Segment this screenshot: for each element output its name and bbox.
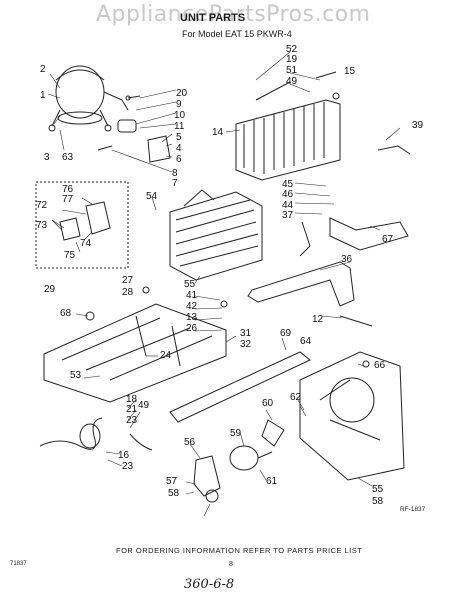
condenser-drawing (235, 71, 341, 181)
diagram-subtitle: For Model EAT 15 PKWR-4 (182, 29, 292, 39)
part-label: 23 (122, 461, 134, 472)
part-label: 4 (176, 143, 182, 154)
compressor-drawing (48, 65, 129, 132)
part-number-labels: 2 1 3 15 63 20 9 10 11 5 4 6 8 7 52 19 5… (36, 44, 424, 507)
part-label: 9 (176, 99, 182, 110)
document-code: 71837 (10, 561, 27, 567)
part-label: 55 (184, 279, 196, 290)
part-label: 27 (122, 275, 134, 286)
part-label: 37 (282, 210, 294, 221)
part-label: 32 (240, 339, 252, 350)
power-cord-drawing (39, 417, 153, 451)
part-label: 29 (44, 284, 56, 295)
part-label: 57 (166, 476, 178, 487)
part-label: 68 (60, 308, 72, 319)
handwritten-note: 360-6-8 (184, 577, 235, 592)
part-label: 67 (382, 234, 394, 245)
part-label: 55 (372, 484, 384, 495)
part-label: 63 (62, 152, 74, 163)
part-label: 62 (290, 392, 302, 403)
relay-parts-drawing (97, 95, 171, 163)
part-label: 44 (282, 200, 294, 211)
part-label: 7 (172, 178, 178, 189)
part-label: 16 (118, 450, 130, 461)
part-label: 42 (186, 301, 198, 312)
part-label: 14 (212, 127, 224, 138)
part-label: 64 (300, 336, 312, 347)
leader-lines (47, 51, 401, 517)
part-label: 21 (126, 404, 138, 415)
part-label: 8 (172, 168, 178, 179)
part-label: 15 (344, 66, 356, 77)
fastener-drawing (85, 286, 373, 368)
part-label: 53 (70, 370, 82, 381)
part-label: 49 (286, 76, 298, 87)
part-label: 58 (372, 496, 384, 507)
watermark: AppliancePartsPros.com (96, 2, 371, 27)
part-label: 39 (412, 120, 424, 131)
part-label: 20 (176, 88, 188, 99)
part-label: 13 (186, 312, 198, 323)
part-label: 51 (286, 65, 298, 76)
part-label: 11 (174, 121, 185, 132)
part-label: 5 (176, 132, 182, 143)
part-label: 31 (240, 328, 252, 339)
part-label: 56 (184, 437, 196, 448)
part-label: 74 (80, 238, 92, 249)
part-label: 2 (40, 64, 46, 75)
reference-code: RF-1837 (400, 506, 426, 513)
part-label: 24 (160, 350, 172, 361)
ordering-note: FOR ORDERING INFORMATION REFER TO PARTS … (116, 546, 363, 555)
part-label: 28 (122, 287, 134, 298)
part-label: 52 (286, 44, 298, 55)
part-label: 3 (44, 152, 50, 163)
part-label: 46 (282, 189, 294, 200)
part-label: 69 (280, 328, 292, 339)
part-label: 77 (62, 194, 74, 205)
part-label: 10 (174, 110, 186, 121)
part-label: 54 (146, 191, 158, 202)
part-label: 75 (64, 250, 76, 261)
tubing-drawing (247, 145, 411, 307)
base-frame-drawing (43, 303, 227, 403)
part-label: 36 (341, 254, 353, 265)
part-label: 60 (262, 398, 274, 409)
part-label: 59 (230, 428, 242, 439)
fan-bracket-drawing (299, 351, 405, 481)
part-label: 18 (126, 394, 138, 405)
part-label: 41 (186, 290, 198, 301)
evaporator-drawing (169, 189, 263, 281)
part-label: 66 (374, 360, 386, 371)
part-label: 73 (36, 220, 48, 231)
part-label: 58 (168, 488, 180, 499)
part-label: 1 (40, 90, 46, 101)
page-number: 8 (229, 561, 233, 568)
diagram-title: UNIT PARTS (180, 12, 246, 24)
part-label: 76 (62, 184, 74, 195)
part-label: 26 (186, 323, 198, 334)
part-label: 49 (138, 400, 150, 411)
part-label: 19 (286, 54, 298, 65)
part-label: 23 (126, 415, 138, 426)
part-label: 61 (266, 476, 278, 487)
control-box-drawing (35, 181, 129, 269)
part-label: 45 (282, 179, 294, 190)
part-label: 12 (312, 314, 324, 325)
part-label: 6 (176, 154, 182, 165)
rail-drawing (169, 351, 311, 423)
part-label: 72 (36, 200, 48, 211)
